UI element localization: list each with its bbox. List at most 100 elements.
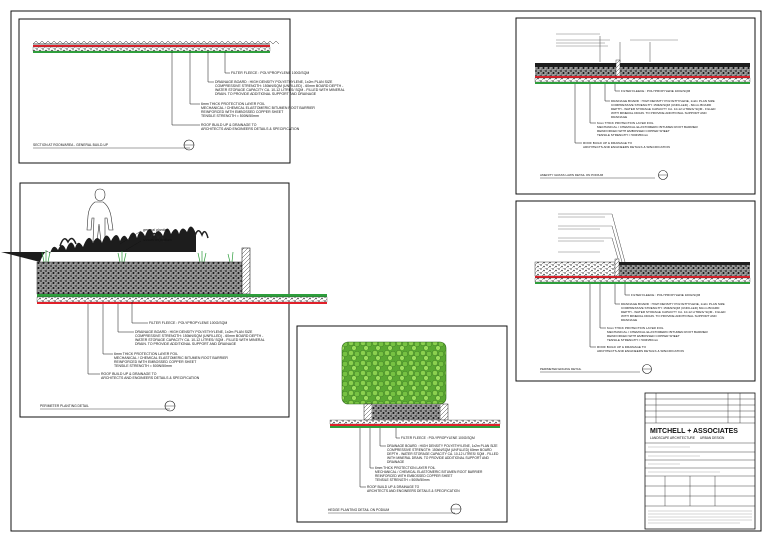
section-c-frame xyxy=(296,325,508,523)
section-d-leaders xyxy=(574,84,620,144)
section-a-callout-10: ROOF BUILD UP & DRAINAGE TO xyxy=(201,123,257,127)
section-e-callout-6: DRAINAGE xyxy=(621,318,637,322)
section-b-leaders xyxy=(87,302,148,375)
section-b-callout-4: WATER STORAGE CAPACITY CA. 10-12 LITRES/… xyxy=(135,338,265,342)
section-d-callout-2: DRAINAGE BOARD : HIGH DENSITY POLYETHYLE… xyxy=(611,99,715,103)
section-e-paving xyxy=(534,261,616,277)
section-e-title: PERIMETER EDGING DETAIL xyxy=(540,367,582,371)
section-b-callout-9: TENSILE STRENGTH = 500N/50mm xyxy=(114,364,172,368)
section-a-crenellation xyxy=(32,40,280,45)
section-c-callout-3: COMPRESSIVE STRENGTH: 150kN/SQM (UNFILLE… xyxy=(387,448,492,452)
section-b-callout-1: FILTER FLEECE : POLYPROPYLENE 100G/SQM xyxy=(149,321,227,325)
section-c-membrane xyxy=(330,424,500,426)
section-b-drainage xyxy=(36,296,328,303)
section-d-callout-4: DEPTH - WATER STORAGE CAPACITY CA. 10-12… xyxy=(611,107,716,111)
section-d-callout-3: COMPRESSIVE STRENGTH: 150kN/SQM (UNFILLE… xyxy=(611,103,712,107)
section-b-callout-3: COMPRESSIVE STRENGTH: 150kN/SQM (UNFILLE… xyxy=(135,334,264,338)
section-e-callout-4: DEPTH - WATER STORAGE CAPACITY CA. 10-12… xyxy=(621,310,726,314)
section-d-callout-10: TENSILE STRENGTH = 500N/50mm xyxy=(597,133,649,137)
section-c-soil xyxy=(372,404,440,420)
title-block-rows xyxy=(645,442,755,507)
section-e-callout-12: ARCHITECTS AND ENGINEERS DETAILS & SPECI… xyxy=(597,349,684,353)
section-d-topsoil xyxy=(535,67,750,76)
section-e-topsoil xyxy=(618,265,750,276)
section-a-membrane xyxy=(33,45,270,47)
section-a-callout-11: ARCHITECTS AND ENGINEERS DETAILS & SPECI… xyxy=(201,127,300,131)
person-figure-icon xyxy=(86,188,114,243)
section-c-callout-1: FILTER FLEECE : POLYPROPYLENE 100G/SQM xyxy=(401,436,475,440)
section-e-top-leaders xyxy=(611,213,626,263)
section-c-callout-11: ROOF BUILD UP & DRAINAGE TO xyxy=(367,485,420,489)
section-d-detail: FILTER FLEECE : POLYPROPYLENE 100G/SQM D… xyxy=(515,17,756,195)
section-c-hedge-foliage xyxy=(341,341,447,405)
section-b-soil xyxy=(36,261,243,295)
section-e-callout-3: COMPRESSIVE STRENGTH: 150kN/SQM (UNFILLE… xyxy=(621,306,720,310)
section-d-callout-11: ROOF BUILD UP & DRAINAGE TO xyxy=(583,141,633,145)
section-a-callout-4: WATER STORAGE CAPACITY CA. 10-12 LITRES/… xyxy=(215,88,345,92)
section-d-base xyxy=(535,82,750,84)
section-a-callout-8: REINFORCED WITH EMBOSSED COPPER SHEET xyxy=(201,110,284,114)
section-d-frame xyxy=(515,17,756,195)
section-b-callout-6: 6mm THICK PROTECTION LAYER FOIL xyxy=(114,352,178,356)
section-a-detail: FILTER FLEECE : POLYPROPYLENE 100G/SQM D… xyxy=(18,18,345,164)
section-a-callout-9: TENSILE STRENGTH = 500N/50mm xyxy=(201,114,259,118)
section-c-callout-9: REINFORCED WITH EMBOSSED COPPER SHEET xyxy=(375,474,453,478)
section-e-callout-7: 6mm THICK PROTECTION LAYER FOIL xyxy=(607,326,664,330)
section-e-leaders xyxy=(589,284,630,348)
title-block-frame xyxy=(644,392,756,530)
section-d-callout-12: ARCHITECTS AND ENGINEERS DETAILS & SPECI… xyxy=(583,145,670,149)
section-d-callout-9: REINFORCED WITH EMBOSSED COPPER SHEET xyxy=(597,129,670,133)
section-c-drainage xyxy=(329,419,501,425)
section-d-membrane xyxy=(535,76,750,78)
section-c-callout-5: WITH MINERAL DRAIN. TO PROVIDE ADDITIONA… xyxy=(387,456,490,460)
section-a-callout-3: COMPRESSIVE STRENGTH: 150kN/SQM (UNFILLE… xyxy=(215,84,344,88)
title-block-fine-print xyxy=(648,446,752,524)
section-a-callout-1: FILTER FLEECE : POLYPROPYLENE 100G/SQM xyxy=(231,71,309,75)
section-b-title: PERIMETER PLANTING DETAIL xyxy=(40,404,89,408)
section-b-planting-note-1: general planting xyxy=(143,228,169,232)
section-d-drainage xyxy=(534,77,751,83)
section-a-frame xyxy=(18,18,291,164)
section-e-callout-11: ROOF BUILD UP & DRAINAGE TO xyxy=(597,345,647,349)
section-c-leaders xyxy=(359,428,400,488)
section-e-edge xyxy=(614,258,620,277)
section-b-membrane-green xyxy=(37,294,327,297)
section-e-membrane xyxy=(535,276,750,278)
section-d-callout-6: DRAINAGE xyxy=(611,115,627,119)
section-b-callout-7: MECHANICAL / CHEMICAL ELASTOMERIC BITUME… xyxy=(114,356,228,360)
section-d-callout-5: WITH MINERAL DRAIN. TO PROVIDE ADDITIONA… xyxy=(611,111,707,115)
section-a-leaders xyxy=(171,52,230,126)
section-e-callout-8: MECHANICAL / CHEMICAL ELASTOMERIC BITUME… xyxy=(607,330,708,334)
section-e-detail: FILTER FLEECE : POLYPROPYLENE 100G/SQM D… xyxy=(515,200,756,382)
section-b-grass-tufts xyxy=(41,250,234,263)
section-e-callout-2: DRAINAGE BOARD : HIGH DENSITY POLYETHYLE… xyxy=(621,302,725,306)
section-a-callout-7: MECHANICAL / CHEMICAL ELASTOMERIC BITUME… xyxy=(201,106,315,110)
section-c-planter-right xyxy=(439,403,449,421)
section-b-callout-10: ROOF BUILD UP & DRAINAGE TO xyxy=(101,372,157,376)
section-c-callout-8: MECHANICAL / CHEMICAL ELASTOMERIC BITUME… xyxy=(375,470,483,474)
section-d-edge xyxy=(615,59,621,77)
section-d-title: AMENITY GRASS LAWN DETAIL ON PODIUM xyxy=(540,173,604,177)
section-d-grass xyxy=(535,63,750,67)
section-c-callout-7: 6mm THICK PROTECTION LAYER FOIL xyxy=(375,466,435,470)
section-e-callout-10: TENSILE STRENGTH = 500N/50mm xyxy=(607,338,659,342)
section-a-callout-5: DRAIN. TO PROVIDE ADDITIONAL SUPPORT AND… xyxy=(215,92,317,96)
section-a-callout-2: DRAINAGE BOARD : HIGH DENSITY POLYETHYLE… xyxy=(215,80,333,84)
section-b-detail: general planting shrubs on podium FILTER… xyxy=(1,182,328,418)
section-e-drainage xyxy=(534,277,751,283)
section-c-callout-4: DEPTH - WATER STORAGE CAPACITY CA. 10-12… xyxy=(387,452,499,456)
firm-subtitle: URBAN DESIGN xyxy=(700,436,725,440)
section-c-callout-2: DRAINAGE BOARD : HIGH DENSITY POLYETHYLE… xyxy=(387,444,498,448)
section-d-callout-8: MECHANICAL / CHEMICAL ELASTOMERIC BITUME… xyxy=(597,125,698,129)
section-c-planter-left xyxy=(363,403,373,421)
section-b-planting-note-2: shrubs on podium xyxy=(143,238,172,242)
section-c-detail: FILTER FLEECE : POLYPROPYLENE 100G/SQM D… xyxy=(296,325,508,523)
section-d-top-leaders xyxy=(599,36,651,62)
section-d-callout-1: FILTER FLEECE : POLYPROPYLENE 100G/SQM xyxy=(621,89,691,93)
section-e-frame xyxy=(515,200,756,382)
section-e-callout-1: FILTER FLEECE : POLYPROPYLENE 100G/SQM xyxy=(631,293,701,297)
section-b-planting xyxy=(1,226,209,262)
section-a-base xyxy=(33,51,270,53)
section-b-callout-5: DRAIN. TO PROVIDE ADDITIONAL SUPPORT AND… xyxy=(135,342,237,346)
